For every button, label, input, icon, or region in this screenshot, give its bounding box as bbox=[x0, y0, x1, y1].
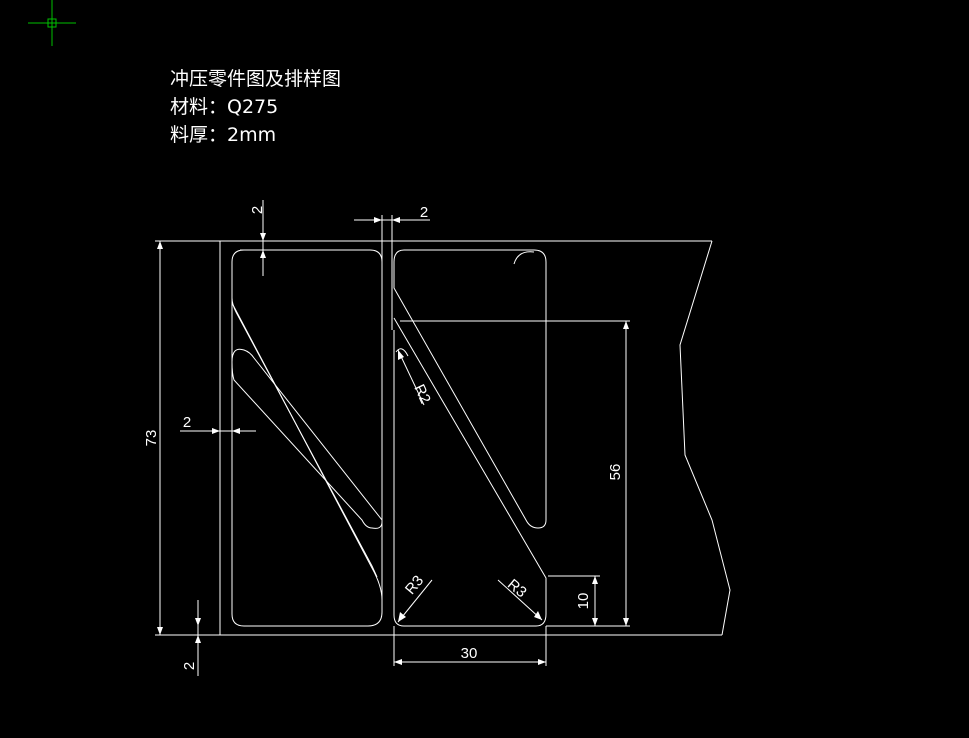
r3-left-leader bbox=[397, 579, 433, 623]
part1-inner-slot bbox=[231, 348, 383, 529]
part1-outer-cutout bbox=[231, 249, 383, 627]
foot-height-label: 10 bbox=[575, 593, 592, 610]
drawing-title: 冲压零件图及排样图 bbox=[170, 68, 342, 90]
part2-outer-cutout bbox=[393, 249, 547, 529]
thickness-note: 料厚：2mm bbox=[170, 124, 277, 146]
part2-triangle-cutout bbox=[393, 317, 547, 627]
r3-right-leader bbox=[497, 579, 543, 621]
part2-arc bbox=[513, 251, 535, 265]
total-height-dim bbox=[155, 240, 220, 636]
base-width-label: 30 bbox=[461, 645, 478, 662]
total-height-label: 73 bbox=[143, 430, 160, 447]
right-height-label: 56 bbox=[607, 464, 624, 481]
radius-bl-label: R3 bbox=[402, 572, 427, 598]
right-height-dim bbox=[400, 320, 630, 627]
material-note: 材料：Q275 bbox=[170, 96, 279, 118]
radius-br-label: R3 bbox=[504, 576, 530, 601]
part2-r2-arc bbox=[395, 348, 409, 357]
crosshair-cursor-icon bbox=[28, 0, 76, 46]
web-gap-label: 2 bbox=[420, 204, 428, 221]
bottom-gap-label: 2 bbox=[181, 662, 198, 670]
strip-outline bbox=[219, 240, 731, 636]
r2-leader bbox=[397, 349, 425, 406]
base-width-dim bbox=[393, 626, 547, 666]
radius-top-label: R2 bbox=[410, 382, 434, 407]
left-gap-label: 2 bbox=[183, 414, 191, 431]
foot-height-dim bbox=[548, 575, 600, 626]
top-gap-label: 2 bbox=[249, 206, 266, 214]
